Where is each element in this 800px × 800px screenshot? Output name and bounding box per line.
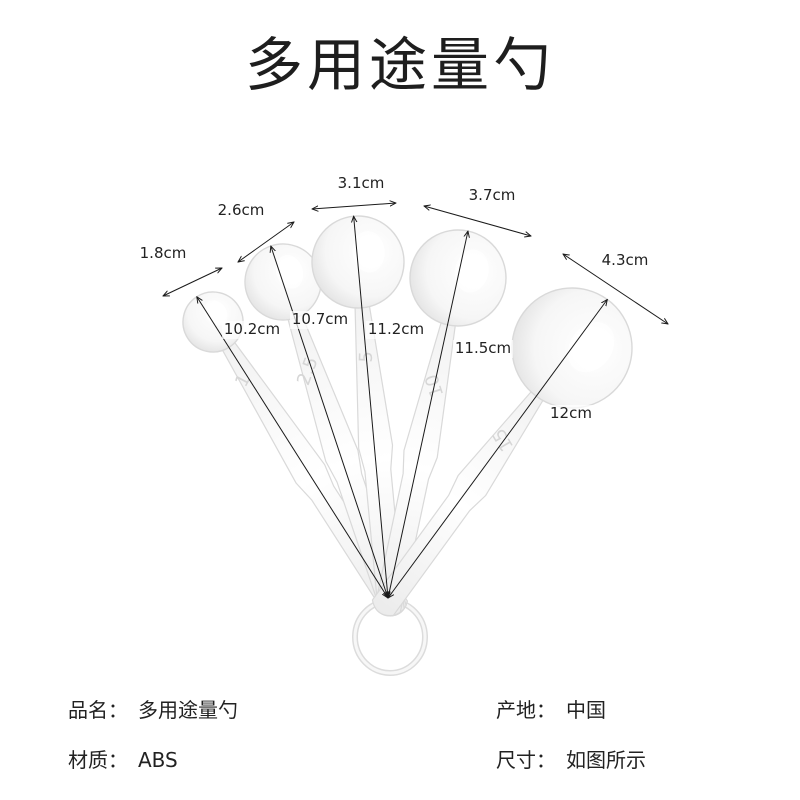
spec-material-value: ABS — [138, 748, 178, 772]
head-width-label: 4.3cm — [602, 251, 649, 269]
page-title: 多用途量勺 — [244, 31, 555, 99]
length-arrow — [388, 299, 607, 598]
head-width-label: 3.7cm — [469, 186, 516, 204]
spec-size-label: 尺寸： — [496, 748, 556, 772]
length-label: 10.2cm — [224, 320, 280, 338]
spec-material-label: 材质： — [68, 748, 128, 772]
head-width-arrow — [163, 268, 222, 296]
spec-name-label: 品名： — [68, 698, 128, 722]
spec-origin-value: 中国 — [566, 698, 606, 722]
head-width-label: 1.8cm — [140, 244, 187, 262]
spec-name: 品名： 多用途量勺 — [68, 694, 238, 723]
length-label: 12cm — [550, 404, 592, 422]
head-width-arrow — [424, 206, 531, 236]
head-width-label: 3.1cm — [338, 174, 385, 192]
spec-origin: 产地： 中国 — [496, 694, 606, 723]
head-width-arrow — [563, 254, 668, 324]
length-arrow — [354, 216, 388, 598]
spec-material: 材质： ABS — [68, 744, 178, 773]
spec-name-value: 多用途量勺 — [138, 698, 238, 722]
head-width-label: 2.6cm — [218, 201, 265, 219]
spec-size: 尺寸： 如图所示 — [496, 744, 646, 773]
spec-size-value: 如图所示 — [566, 748, 646, 772]
length-label: 11.5cm — [455, 339, 511, 357]
spec-origin-label: 产地： — [496, 698, 556, 722]
head-width-arrow — [312, 203, 396, 209]
length-label: 10.7cm — [292, 310, 348, 328]
head-width-arrow — [238, 222, 294, 262]
length-label: 11.2cm — [368, 320, 424, 338]
